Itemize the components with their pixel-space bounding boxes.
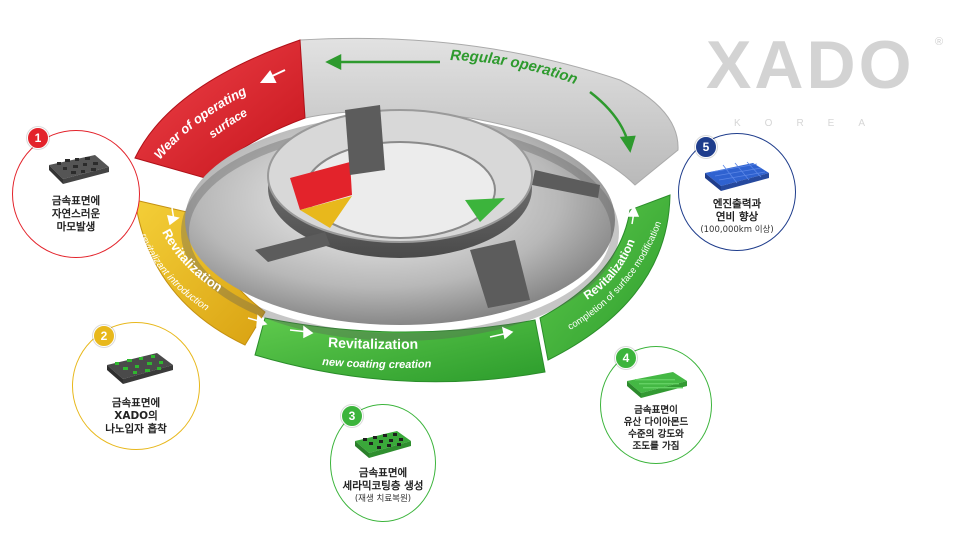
step-1-line-2: 자연스러운 <box>51 208 101 220</box>
step-1-badge: 1 <box>27 127 49 149</box>
step-5-badge: 5 <box>695 136 717 158</box>
step-1-circle: 1 금속표면에 자연스러운 마모발생 <box>12 127 140 258</box>
ring-segment-wear <box>134 39 306 179</box>
step-3-note: (재생 치료복원) <box>354 494 412 504</box>
step-4-line-4: 조도를 가짐 <box>632 441 680 452</box>
step-5-note: (100,000km 이상) <box>700 225 774 235</box>
registered-mark: ® <box>935 36 944 48</box>
arrow-coating <box>289 325 514 340</box>
arrow-completion <box>626 205 640 225</box>
arrow-regular-right <box>589 91 636 153</box>
step-2-surface-tile <box>107 353 173 384</box>
arrow-wear <box>259 69 286 83</box>
step-3-line-1: 금속표면에 <box>358 467 408 479</box>
step-4-line-3: 수준의 강도와 <box>628 429 684 440</box>
step-2-line-3: 나노입자 흡착 <box>105 423 167 435</box>
step-1-line-1: 금속표면에 <box>51 195 101 207</box>
step-3-circle: 3 금속표면에 세라믹코팅층 생성 (재생 치료복원) <box>330 404 436 522</box>
step-2-line-2: XADO의 <box>114 410 158 422</box>
label-coating-line1: Revitalization <box>328 334 419 352</box>
step-3-caption: 금속표면에 세라믹코팅층 생성 (재생 치료복원) <box>331 467 435 506</box>
step-5-caption: 엔진출력과 연비 향상 (100,000km 이상) <box>679 198 795 237</box>
logo-word: XADO <box>706 27 915 103</box>
step-3-badge: 3 <box>341 405 363 427</box>
step-1-line-3: 마모발생 <box>56 221 96 233</box>
divider-block <box>345 105 385 175</box>
step-2-caption: 금속표면에 XADO의 나노입자 흡착 <box>73 397 199 436</box>
step-4-line-1: 금속표면이 <box>634 405 678 416</box>
step-4-caption: 금속표면이 유산 다이아몬드 수준의 강도와 조도를 가짐 <box>601 405 711 453</box>
divider-block <box>470 240 530 308</box>
logo-subtitle: KOREA <box>734 118 890 129</box>
step-2-line-1: 금속표면에 <box>111 397 161 409</box>
inner-wedge-yellow <box>300 196 352 228</box>
step-5-line-1: 엔진출력과 <box>712 198 762 210</box>
step-1-caption: 금속표면에 자연스러운 마모발생 <box>13 195 139 234</box>
arrow-intro <box>166 207 268 327</box>
step-3-surface-tile <box>355 431 411 458</box>
arrow-regular-left <box>325 53 440 71</box>
divider-block <box>255 232 330 262</box>
step-5-line-2: 연비 향상 <box>715 211 759 223</box>
step-3-line-2: 세라믹코팅층 생성 <box>342 480 424 492</box>
step-5-surface-tile <box>705 161 769 191</box>
step-4-badge: 4 <box>615 347 637 369</box>
divider-block <box>532 170 600 198</box>
label-coating-line2: new coating creation <box>322 356 432 371</box>
step-4-surface-tile <box>627 372 687 398</box>
step-4-line-2: 유산 다이아몬드 <box>623 417 689 428</box>
step-2-circle: 2 금속표면에 XADO의 나노입자 흡착 <box>72 322 200 450</box>
step-4-circle: 4 금속표면이 유산 다이아몬드 수준의 강도와 조도를 가짐 <box>600 346 712 464</box>
step-5-circle: 5 엔진출력과 연비 향상 (100,000km 이상) <box>678 133 796 251</box>
step-1-surface-tile <box>49 155 109 184</box>
inner-wedge-red <box>290 162 352 210</box>
step-2-badge: 2 <box>93 325 115 347</box>
ring-segment-completion <box>539 194 671 361</box>
xado-korea-logo: XADO ® KOREA <box>706 27 946 129</box>
inner-wedge-green <box>465 198 505 222</box>
ring-segment-coating <box>254 317 546 383</box>
